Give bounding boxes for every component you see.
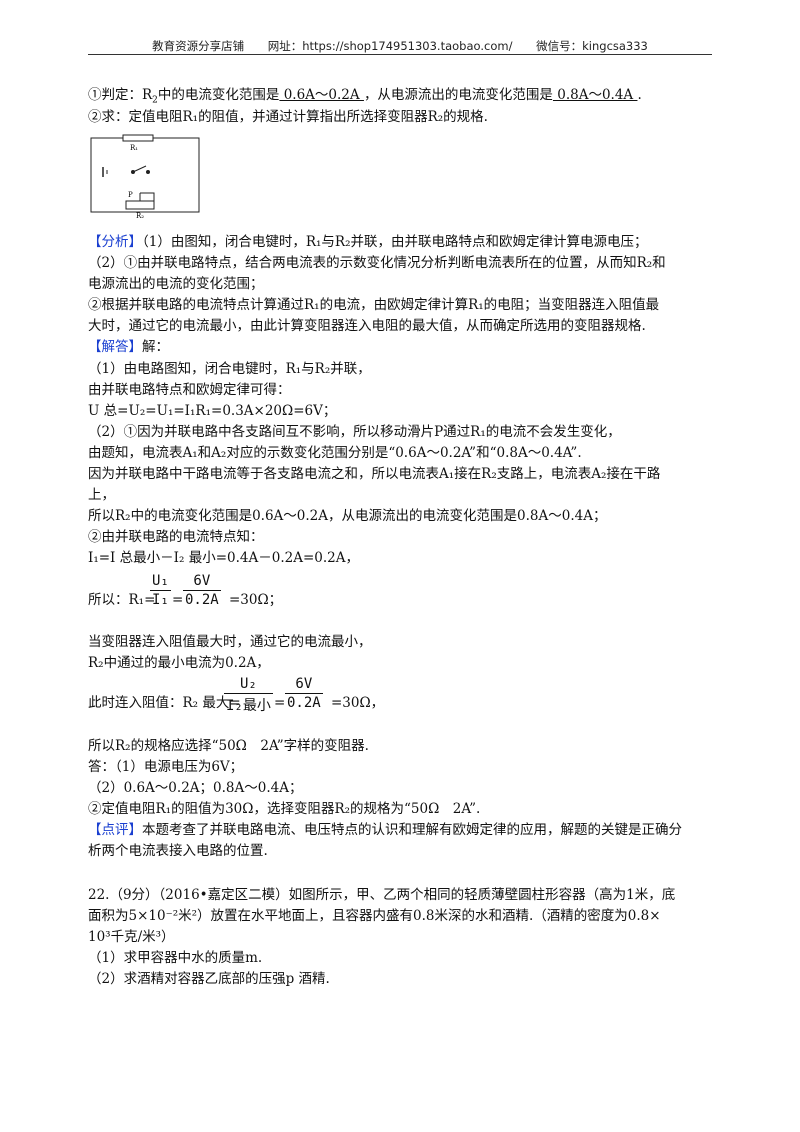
q22-line-1: 22.（9分）（2016•嘉定区二模）如图所示，甲、乙两个相同的轻质薄壁圆柱形容… (88, 887, 676, 903)
solution-line-13: R₂中通过的最小电流为0.2A， (88, 655, 270, 671)
formula-r2-result: =30Ω， (331, 695, 385, 711)
wechat-id: 微信号：kingcsa333 (536, 39, 648, 53)
question-2-line: ②求：定值电阻R₁的阻值，并通过计算指出所选择变阻器R₂的规格. (88, 109, 488, 125)
analysis-line-2: （2）①由并联电路特点，结合两电流表的示数变化情况分析判断电流表所在的位置，从而… (88, 255, 666, 271)
q1-end: . (637, 87, 642, 103)
comment-tag: 【点评】 (88, 822, 142, 838)
r1-label: R₁ (130, 144, 138, 152)
solution-line-15: 所以R₂的规格应选择“50Ω 2A”字样的变阻器. (88, 738, 369, 754)
solution-line-3: U 总=U₂=U₁=I₁R₁=0.3A×20Ω=6V； (88, 403, 337, 419)
answer-blank-2: 0.8A～0.4A (552, 87, 638, 103)
comment-line-1: 【点评】本题考查了并联电路电流、电压特点的认识和理解有欧姆定律的应用，解题的关键… (88, 821, 682, 839)
q1-sub: 2 (152, 95, 158, 106)
formula-r1-result: =30Ω； (229, 592, 283, 608)
fraction-denominator: 0.2A (185, 592, 219, 608)
solution-header: 【解答】解： (88, 338, 169, 356)
solution-line-4: （2）①因为并联电路中各支路间互不影响，所以移动滑片P通过R₁的电流不会发生变化… (88, 424, 621, 440)
solution-line-12: 当变阻器连入阻值最大时，通过它的电流最小， (88, 634, 372, 650)
q1-mid1: 中的电流变化范围是 (157, 87, 280, 103)
solution-line-2: 由并联电路特点和欧姆定律可得： (88, 382, 291, 398)
fraction-u1-i1: U₁ I₁ (150, 573, 171, 608)
circuit-diagram: R₁ P R₂ (90, 134, 200, 220)
solution-line-6: 因为并联电路中干路电流等于各支路电流之和，所以电流表A₁接在R₂支路上，电流表A… (88, 466, 661, 482)
analysis-line-3: 电源流出的电流的变化范围； (88, 276, 264, 292)
q1-mid2: ，从电源流出的电流变化范围是 (363, 87, 553, 103)
analysis-line-5: 大时，通过它的电流最小，由此计算变阻器连入电阻的最大值，从而确定所选用的变阻器规… (88, 318, 646, 334)
solution-line-8: 所以R₂中的电流变化范围是0.6A～0.2A，从电源流出的电流变化范围是0.8A… (88, 508, 607, 524)
solution-line-5: 由题知，电流表A₁和A₂对应的示数变化范围分别是“0.6A～0.2A”和“0.8… (88, 445, 582, 461)
q22-line-3: 10³千克/米³） (88, 929, 175, 945)
fraction-denominator: I₂最小 (226, 698, 271, 714)
solution-line-9: ②由并联电路的电流特点知： (88, 529, 264, 545)
answer-line-2: ②定值电阻R₁的阻值为30Ω，选择变阻器R₂的规格为“50Ω 2A”. (88, 801, 481, 817)
solution-tag-rest: 解： (142, 339, 169, 355)
fraction-denominator: 0.2A (287, 695, 321, 711)
r2-label: R₂ (136, 212, 144, 220)
solution-tag: 【解答】 (88, 339, 142, 355)
formula-r2-label: 此时连入阻值：R₂ 最大= (88, 695, 241, 711)
analysis-tag: 【分析】 (88, 234, 142, 250)
solution-line-1: （1）由电路图知，闭合电键时，R₁与R₂并联， (88, 361, 371, 377)
equals-sign: = (172, 592, 184, 608)
answer-blank-1: 0.6A～0.2A (279, 87, 364, 103)
answer-line-0: 答：（1）电源电压为6V； (88, 759, 244, 775)
analysis-text-1: （1）由图知，闭合电键时，R₁与R₂并联，由并联电路特点和欧姆定律计算电源电压； (142, 234, 648, 250)
q1-prefix: ①判定：R (88, 87, 153, 103)
header-divider (88, 54, 712, 55)
question-1-line: ①判定：R2中的电流变化范围是 0.6A～0.2A ，从电源流出的电流变化范围是… (88, 86, 642, 110)
fraction-denominator: I₁ (152, 592, 169, 608)
solution-line-7: 上， (88, 487, 115, 503)
p-label: P (128, 191, 133, 199)
fraction-u2-i2min: U₂ I₂最小 (224, 676, 273, 715)
comment-line-2: 析两个电流表接入电路的位置. (88, 843, 268, 859)
fraction-numerator: U₁ (152, 573, 169, 589)
analysis-line-4: ②根据并联电路的电流特点计算通过R₁的电流，由欧姆定律计算R₁的电阻；当变阻器连… (88, 297, 660, 313)
shop-url[interactable]: 网址：https://shop174951303.taobao.com/ (267, 39, 513, 53)
q22-line-4: （1）求甲容器中水的质量m. (88, 950, 263, 966)
fraction-numerator: U₂ (240, 676, 257, 692)
q22-line-2: 面积为5×10⁻²米²）放置在水平地面上，且容器内盛有0.8米深的水和酒精.（酒… (88, 908, 661, 924)
fraction-numerator: 6V (193, 573, 211, 589)
equals-sign: = (274, 695, 286, 711)
shop-name: 教育资源分享店铺 (152, 39, 245, 53)
fraction-numerator: 6V (295, 676, 313, 692)
analysis-line-1: 【分析】（1）由图知，闭合电键时，R₁与R₂并联，由并联电路特点和欧姆定律计算电… (88, 233, 648, 251)
page-header: 教育资源分享店铺 网址：https://shop174951303.taobao… (88, 38, 712, 54)
fraction-6v-02a-2: 6V 0.2A (285, 676, 323, 711)
comment-text-1: 本题考查了并联电路电流、电压特点的认识和理解有欧姆定律的应用，解题的关键是正确分 (142, 822, 682, 838)
formula-r1-label: 所以：R₁= (88, 592, 156, 608)
q22-line-5: （2）求酒精对容器乙底部的压强p 酒精. (88, 971, 330, 987)
answer-line-1: （2）0.6A～0.2A；0.8A～0.4A； (88, 780, 303, 796)
fraction-6v-02a: 6V 0.2A (183, 573, 221, 608)
solution-line-10: I₁=I 总最小－I₂ 最小=0.4A－0.2A=0.2A， (88, 550, 359, 566)
